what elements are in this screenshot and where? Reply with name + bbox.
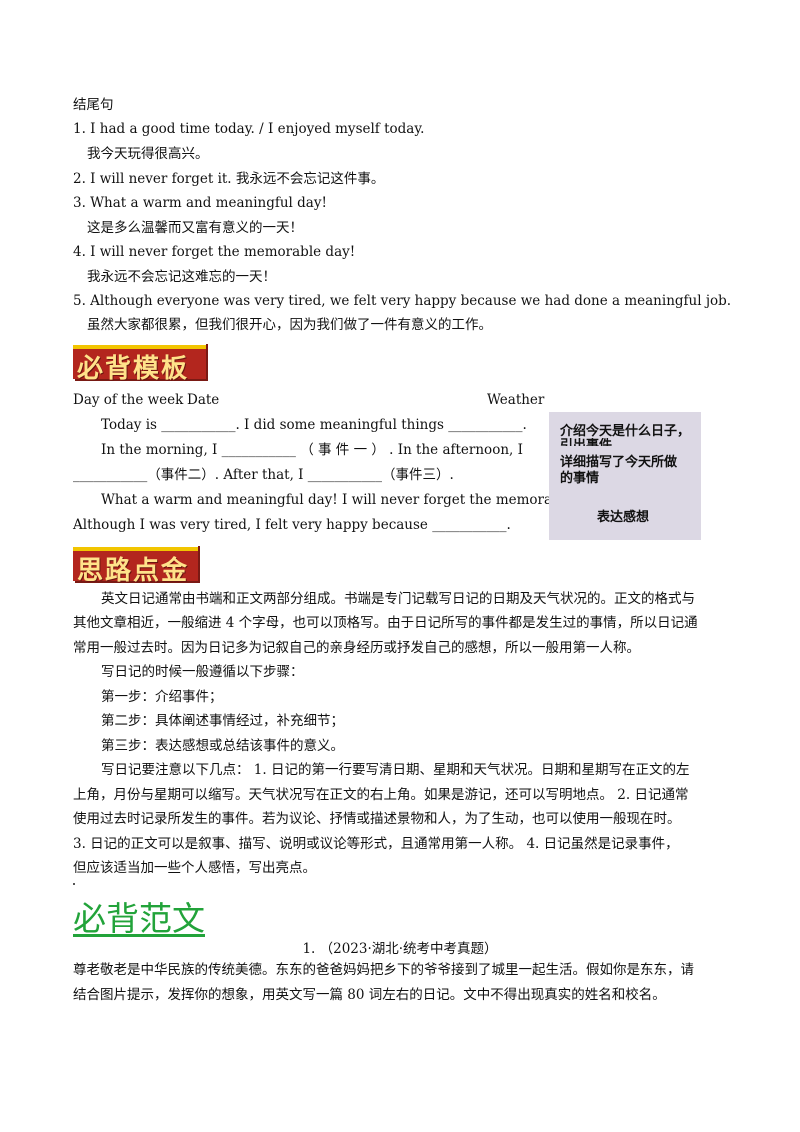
section-title-ending: 结尾句 bbox=[73, 97, 114, 113]
tips-line-4: 写日记的时候一般遵循以下步骤： bbox=[101, 664, 304, 680]
tips-line-3: 常用一般过去时。因为日记多为记叙自己的亲身经历或抒发自己的感想，所以一般用第一人… bbox=[73, 640, 640, 656]
sentence-5-zh: 虽然大家都很累，但我们很开心，因为我们做了一件有意义的工作。 bbox=[87, 317, 492, 333]
tips-banner-text: 思路点金 bbox=[77, 556, 190, 586]
note-detail-cont: 的事情 bbox=[560, 471, 600, 486]
question-source: 1. （2023·湖北·统考中考真题） bbox=[302, 941, 498, 957]
tips-line-10: 使用过去时记录所发生的事件。若为议论、抒情或描述景物和人，为了生动，也可以使用一… bbox=[73, 811, 681, 827]
sentence-4-en: 4. I will never forget the memorable day… bbox=[73, 244, 356, 260]
notes-box: 介绍今天是什么日子， 引出事件 详细描写了今天所做 的事情 表达感想 bbox=[549, 412, 701, 540]
template-line-1: Today is ___________. I did some meaning… bbox=[101, 417, 527, 433]
template-banner: 必背模板 bbox=[73, 342, 206, 384]
template-banner-text: 必背模板 bbox=[77, 354, 190, 384]
sentence-1-zh: 我今天玩得很高兴。 bbox=[87, 146, 209, 162]
paragraph-mark bbox=[73, 883, 75, 885]
tips-step-3: 第三步：表达感想或总结该事件的意义。 bbox=[101, 738, 344, 754]
sentence-5-en: 5. Although everyone was very tired, we … bbox=[73, 293, 732, 309]
template-day: Day of the week bbox=[73, 392, 184, 408]
template-line-3: ___________（事件二）. After that, I ________… bbox=[73, 467, 454, 483]
note-intro-cont: 引出事件 bbox=[560, 438, 613, 446]
sample-heading: 必背范文 bbox=[73, 899, 205, 938]
note-detail: 详细描写了今天所做 bbox=[560, 455, 678, 470]
template-weather: Weather bbox=[487, 392, 545, 408]
question-line-2: 结合图片提示，发挥你的想象，用英文写一篇 80 词左右的日记。文中不得出现真实的… bbox=[73, 987, 666, 1003]
sentence-4-zh: 我永远不会忘记这难忘的一天！ bbox=[87, 269, 276, 285]
template-date: Date bbox=[187, 392, 220, 408]
note-feeling: 表达感想 bbox=[597, 510, 650, 525]
sentence-3-en: 3. What a warm and meaningful day! bbox=[73, 195, 327, 211]
sentence-3-zh: 这是多么温馨而又富有意义的一天！ bbox=[87, 220, 303, 236]
tips-line-11: 3. 日记的正文可以是叙事、描写、说明或议论等形式，且通常用第一人称。 4. 日… bbox=[73, 836, 679, 852]
question-line-1: 尊老敬老是中华民族的传统美德。东东的爸爸妈妈把乡下的爷爷接到了城里一起生活。假如… bbox=[73, 962, 694, 978]
tips-banner: 思路点金 bbox=[73, 544, 198, 586]
sentence-2: 2. I will never forget it. 我永远不会忘记这件事。 bbox=[73, 171, 385, 187]
tips-line-1: 英文日记通常由书端和正文两部分组成。书端是专门记载写日记的日期及天气状况的。正文… bbox=[101, 591, 695, 607]
tips-line-8: 写日记要注意以下几点： 1. 日记的第一行要写清日期、星期和天气状况。日期和星期… bbox=[101, 762, 690, 778]
tips-line-2: 其他文章相近，一般缩进 4 个字母，也可以顶格写。由于日记所写的事件都是发生过的… bbox=[73, 615, 698, 631]
tips-step-1: 第一步：介绍事件； bbox=[101, 689, 223, 705]
tips-step-2: 第二步：具体阐述事情经过，补充细节； bbox=[101, 713, 344, 729]
template-line-4: What a warm and meaningful day! I will n… bbox=[101, 492, 616, 508]
template-line-2: In the morning, I ___________ （ 事 件 一 ） … bbox=[101, 442, 523, 458]
tips-line-9: 上角，月份与星期可以缩写。天气状况写在正文的右上角。如果是游记，还可以写明地点。… bbox=[73, 787, 689, 803]
sentence-1-en: 1. I had a good time today. / I enjoyed … bbox=[73, 121, 425, 137]
note-intro: 介绍今天是什么日子， bbox=[560, 424, 691, 439]
tips-line-12: 但应该适当加一些个人感悟，写出亮点。 bbox=[73, 860, 316, 876]
template-line-5: Although I was very tired, I felt very h… bbox=[73, 517, 511, 533]
